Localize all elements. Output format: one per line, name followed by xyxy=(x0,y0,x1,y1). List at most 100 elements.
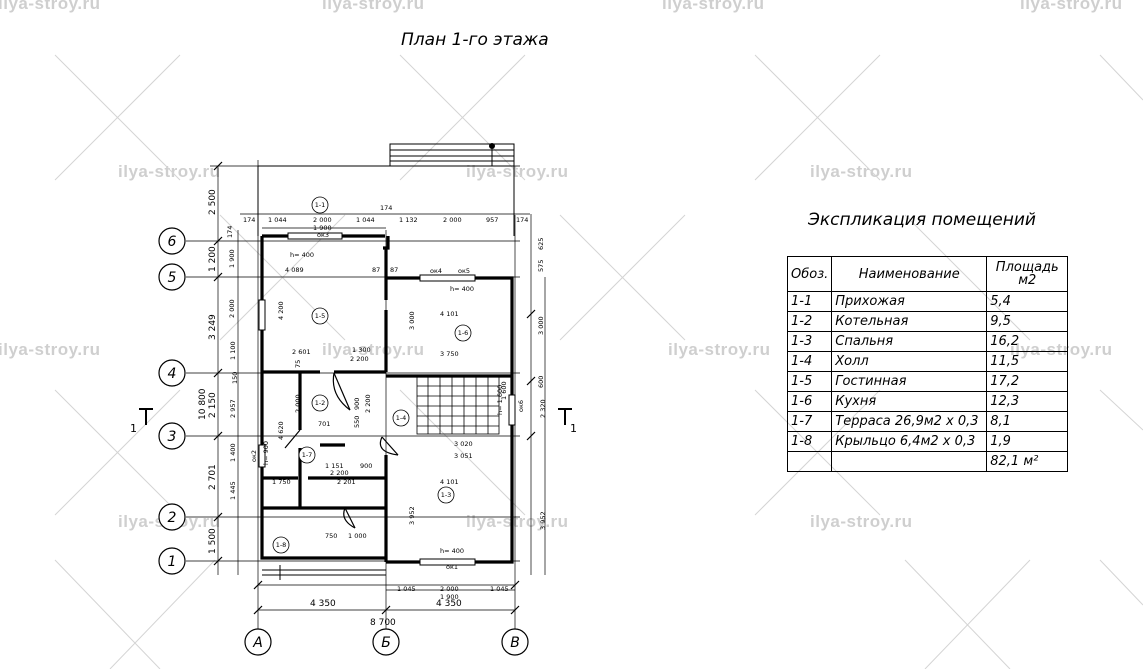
dim-small: 1 445 xyxy=(229,481,237,500)
dim-right-chain: 3 000 xyxy=(408,311,416,330)
watermark: ilya-stroy.ru xyxy=(810,512,913,531)
room-tag: 1-6 xyxy=(458,329,469,337)
axis-label-5: 5 xyxy=(168,270,177,286)
dim-inner: 87 xyxy=(390,266,398,274)
room-tag: 1-5 xyxy=(315,312,326,320)
section-marks xyxy=(139,408,572,425)
cell-name: Терраса 26,9м2 х 0,3 xyxy=(831,411,988,432)
table-total-row: 82,1 м² xyxy=(786,451,1069,472)
doors xyxy=(284,372,399,529)
watermark: ilya-stroy.ru xyxy=(1020,0,1123,13)
section-label-left: 1 xyxy=(130,422,137,435)
cell-area: 5,4 xyxy=(986,291,1069,312)
column-header-area: Площадь м2 xyxy=(986,256,1069,292)
room-tag-labels: 1-1 1-2 1-3 1-4 1-5 1-6 1-7 1-8 xyxy=(276,201,469,549)
cell-area: 8,1 xyxy=(986,411,1069,432)
axis-label-4: 4 xyxy=(168,366,177,382)
dim-small: 1 400 xyxy=(229,443,237,462)
porch-railing xyxy=(262,565,386,580)
dim-inner: 3 020 xyxy=(454,440,473,448)
column-header-name: Наименование xyxy=(831,256,988,292)
dim-inner: 3 750 xyxy=(440,350,459,358)
dim-top: 957 xyxy=(486,216,498,224)
overall-dimensions: 8 700 4 350 4 350 10 800 2 500 1 200 3 2… xyxy=(198,189,462,628)
axis-label-3: 3 xyxy=(168,429,177,445)
axis-label-6: 6 xyxy=(168,234,177,250)
window-marks: ок3 ок4 ок5 ок6 ок1 ок2 xyxy=(250,231,525,571)
dim-total-height: 10 800 xyxy=(198,388,208,420)
cell-code: 1-3 xyxy=(786,331,833,352)
dim-inner: 750 xyxy=(325,532,337,540)
window-mark: ок4 xyxy=(430,267,442,275)
room-height: h= 1 600 xyxy=(496,385,504,415)
window-mark: ок6 xyxy=(517,400,525,412)
cell-name: Спальня xyxy=(831,331,988,352)
dim-small: 3 952 xyxy=(408,506,416,525)
staircase xyxy=(416,375,500,435)
cell-area: 12,3 xyxy=(986,391,1069,412)
cell-area: 17,2 xyxy=(986,371,1069,392)
room-tag: 1-3 xyxy=(441,491,452,499)
watermark: ilya-stroy.ru xyxy=(662,0,765,13)
dim-top: 174 xyxy=(516,216,528,224)
room-heights: h= 400 h= 400 h= 400 h= 900 h= 1 600 xyxy=(262,251,504,555)
cell-total-area: 82,1 м² xyxy=(986,451,1069,472)
dim-top: 174 xyxy=(380,204,392,212)
dim-top: 2 000 xyxy=(443,216,462,224)
cell-code: 1-6 xyxy=(786,391,833,412)
dim-small: 2 957 xyxy=(229,399,237,418)
cell-name xyxy=(831,451,988,472)
dim-inner: 2 200 xyxy=(330,469,349,477)
dim-small: 1 900 xyxy=(228,249,236,268)
cell-area: 1,9 xyxy=(986,431,1069,452)
dim-top: 1 044 xyxy=(356,216,375,224)
dim-small: 625 xyxy=(537,238,545,250)
room-tag: 1-1 xyxy=(315,201,326,209)
cell-code xyxy=(786,451,833,472)
dim-bottom: 1 045 xyxy=(490,585,509,593)
dim-inner: 1 000 xyxy=(348,532,367,540)
dim-inner: 4 089 xyxy=(285,266,304,274)
dim-small: 575 xyxy=(537,260,545,272)
room-tag: 1-7 xyxy=(302,451,313,459)
room-height: h= 400 xyxy=(440,547,464,555)
axis-label-v: В xyxy=(510,635,520,651)
dim-left-chain: 1 500 xyxy=(208,528,218,554)
dim-small: 2 000 xyxy=(228,299,236,318)
dim-small: 701 xyxy=(318,420,330,428)
dim-top: 1 044 xyxy=(268,216,287,224)
dim-small: 1 100 xyxy=(229,341,237,360)
dim-left-width: 4 350 xyxy=(310,599,336,609)
cell-name: Крыльцо 6,4м2 х 0,3 xyxy=(831,431,988,452)
cell-name: Котельная xyxy=(831,311,988,332)
watermark: ilya-stroy.ru xyxy=(668,340,771,359)
legend-title: Экспликация помещений xyxy=(808,210,1036,230)
dim-small: 600 xyxy=(537,376,545,388)
axis-labels: 6 5 4 3 2 1 А Б В xyxy=(168,234,520,651)
dim-small: 174 xyxy=(226,226,234,238)
dim-top: 2 000 xyxy=(313,216,332,224)
window-mark: ок5 xyxy=(458,267,470,275)
dim-inner: 1 300 xyxy=(352,346,371,354)
dim-left-chain: 1 200 xyxy=(208,246,218,272)
watermark: ilya-stroy.ru xyxy=(322,0,425,13)
watermark: ilya-stroy.ru xyxy=(322,340,425,359)
dim-bottom: 1 900 xyxy=(440,593,459,601)
cell-code: 1-1 xyxy=(786,291,833,312)
cell-code: 1-8 xyxy=(786,431,833,452)
window-mark: ок1 xyxy=(446,563,458,571)
dim-small: 4 620 xyxy=(277,421,285,440)
cell-name: Гостинная xyxy=(831,371,988,392)
terrace-steps xyxy=(389,143,515,167)
cell-name: Кухня xyxy=(831,391,988,412)
watermark: ilya-stroy.ru xyxy=(118,162,221,181)
dim-left-chain: 2 500 xyxy=(208,189,218,215)
cell-code: 1-5 xyxy=(786,371,833,392)
dim-small: 550 xyxy=(353,416,361,428)
dim-inner: 2 201 xyxy=(337,478,356,486)
